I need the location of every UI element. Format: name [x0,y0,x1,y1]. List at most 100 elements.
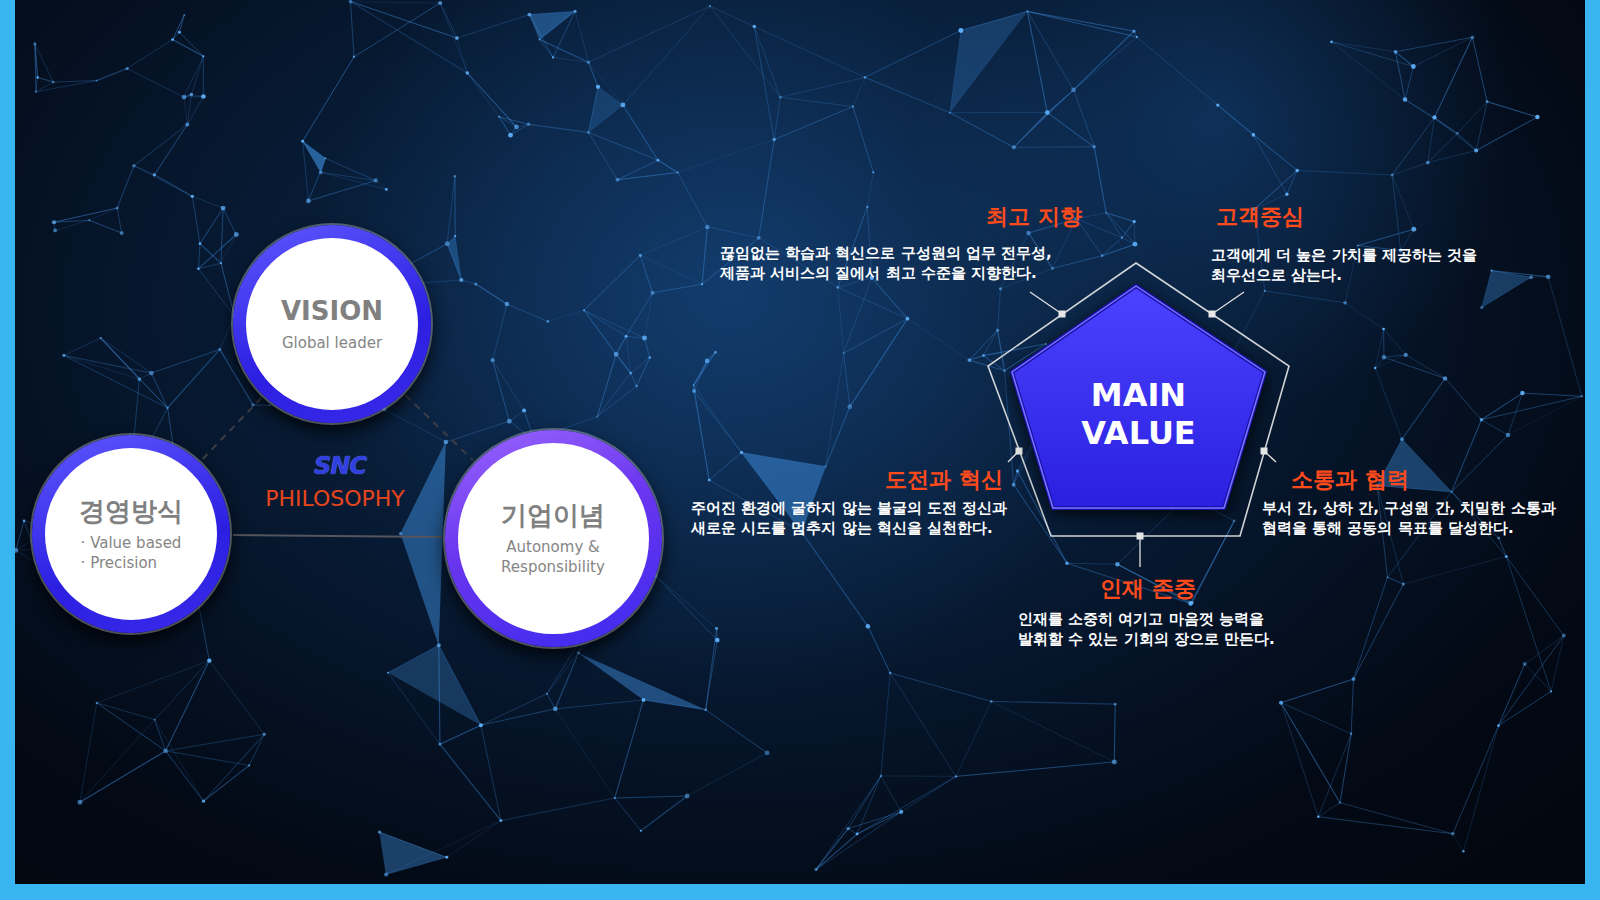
network-line [447,176,455,243]
network-line [1453,834,1464,852]
network-line [204,734,265,801]
network-dot [202,800,205,803]
network-line [173,32,180,39]
network-line [1027,11,1137,37]
network-dot [263,733,266,736]
pentagon-highlight [1012,286,1265,508]
network-line [1281,703,1351,734]
node-subtitle: Global leader [282,333,382,353]
network-dot [178,31,181,34]
network-line [658,160,678,172]
network-line [1332,42,1396,52]
network-line [1375,368,1402,439]
network-dot [182,95,187,100]
network-line [249,734,264,765]
network-dot [1105,212,1107,214]
network-dot [439,743,442,746]
network-line [1396,37,1473,52]
network-line [1102,238,1122,256]
network-dot [1350,733,1352,735]
network-line [626,293,652,336]
network-illustration [15,0,1585,884]
philosophy-circle: 기업이념Autonomy & Responsibility [445,430,662,647]
network-line [1445,378,1481,419]
network-line [446,421,509,442]
network-line [687,753,767,796]
network-facet [388,645,481,725]
network-dot [1474,148,1478,152]
network-line [36,81,97,92]
network-background [15,0,1585,884]
network-dot [546,693,548,695]
network-line [529,124,589,132]
philosophy-label: PHILOSOPHY [265,486,405,512]
network-dot [866,624,871,629]
network-line [780,97,853,106]
network-dot [35,91,37,93]
network-line [97,703,155,720]
network-dot [120,231,124,235]
network-dot [1016,469,1019,472]
network-line [623,105,658,160]
value-heading: 최고 지향 [986,204,1082,230]
network-line [303,57,354,141]
network-dot [1426,161,1430,165]
network-dot [1471,35,1475,39]
network-line [1074,90,1095,147]
network-dot [596,416,598,418]
network-line [615,700,644,798]
network-dot [1352,677,1356,681]
value-heading: 고객중심 [1216,204,1304,230]
network-line [1047,113,1094,147]
network-line [101,338,168,408]
network-line [64,355,151,373]
network-line [1265,291,1345,303]
network-line [969,330,997,360]
node-title: VISION [281,295,383,327]
network-line [645,338,650,358]
network-line [1452,435,1508,492]
network-dot [1233,520,1236,523]
network-line [754,27,774,140]
network-line [1053,256,1103,269]
network-line [1522,393,1581,396]
network-facet [588,87,622,133]
network-line [1074,37,1137,90]
network-line [1014,113,1048,148]
network-line [759,140,774,238]
network-dot [324,157,326,159]
network-line [589,6,711,62]
network-dot [1480,418,1483,421]
network-line [1403,557,1506,585]
network-dot [705,359,710,364]
network-line [1114,704,1116,762]
network-dot [498,116,500,118]
network-line [1255,170,1298,209]
network-line [1191,521,1235,604]
network-facet [401,442,446,645]
network-line [844,319,908,354]
network-dot [445,856,448,859]
network-dot [639,254,642,257]
network-dot [642,698,646,702]
network-line [221,208,223,263]
network-line [588,132,617,179]
network-line [1551,636,1564,692]
network-line [867,172,873,207]
network-dot [1295,169,1299,173]
leader-line [1139,536,1140,567]
network-dot [635,385,638,388]
network-dot [714,351,717,354]
network-line [151,373,167,408]
network-line [1340,803,1453,834]
network-line [656,576,718,640]
network-dot [153,173,156,176]
network-line [983,356,1004,371]
network-dot [33,42,36,45]
network-line [1405,100,1457,134]
network-line [203,56,204,96]
network-line [1499,636,1564,726]
network-dot [220,262,222,264]
network-dot [846,827,849,830]
